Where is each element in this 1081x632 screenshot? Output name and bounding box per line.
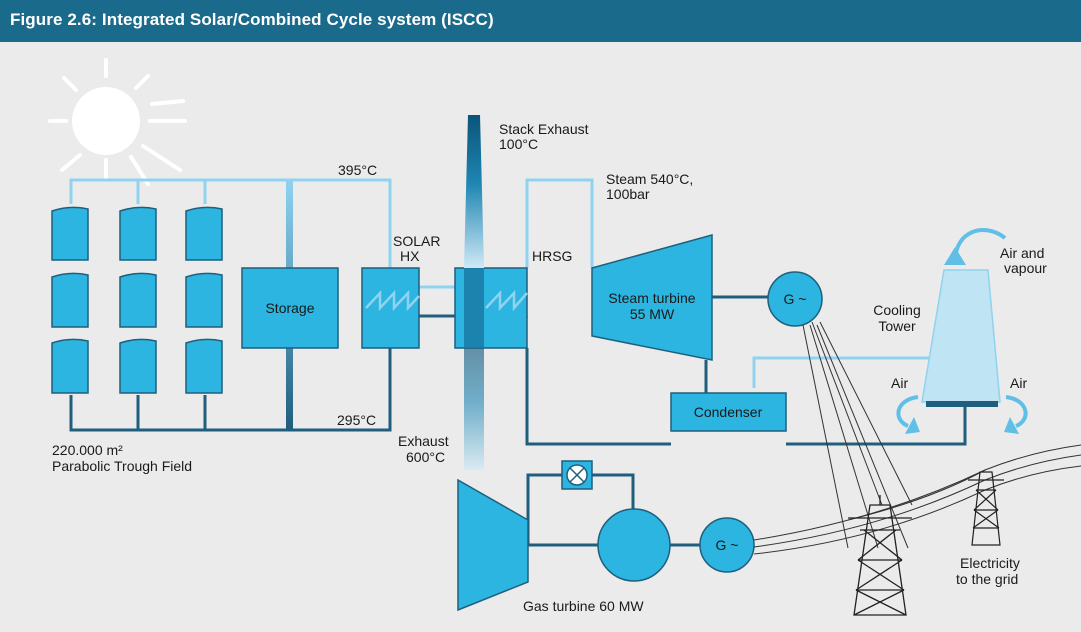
solar-hx-label-line1: SOLAR — [393, 233, 440, 249]
exhaust-label-line2: 600°C — [406, 449, 445, 465]
cooling-tower-label-line2: Tower — [878, 318, 916, 334]
solar-heat-exchanger — [361, 267, 420, 349]
gas-turbine — [457, 478, 529, 612]
stack-through-hrsg — [464, 268, 484, 348]
hot-zigzags — [365, 289, 528, 312]
combustor-cross-icon — [566, 464, 588, 486]
steam-label-line1: Steam 540°C, — [606, 171, 693, 187]
storage-label: Storage — [265, 300, 314, 316]
pylon-large-icon — [848, 495, 912, 616]
stack-lower — [464, 348, 484, 470]
air-vapour-label-line2: vapour — [1004, 260, 1047, 276]
hrsg-label: HRSG — [532, 248, 572, 264]
hot-temperature-label: 395°C — [338, 162, 377, 178]
air-right-arrow-icon — [1005, 395, 1028, 428]
solar-hx-label-line2: HX — [400, 248, 420, 264]
air-left-label: Air — [891, 375, 908, 391]
cooling-tower-basin — [926, 401, 998, 407]
air-vapour-label-line1: Air and — [1000, 245, 1044, 261]
power-lines — [753, 321, 1081, 555]
field-name-label: Parabolic Trough Field — [52, 458, 192, 474]
gas-turbine-label: Gas turbine 60 MW — [523, 598, 644, 614]
sun-icon — [48, 58, 187, 186]
gas-turbine-generator — [699, 517, 755, 573]
field-area-label: 220.000 m² — [52, 442, 123, 458]
exhaust-label-line1: Exhaust — [398, 433, 449, 449]
diagram-background — [0, 42, 1081, 632]
grid-label-line1: Electricity — [960, 555, 1020, 571]
steam-turbine-label-line1: Steam turbine — [608, 290, 695, 306]
steam-generator-label: G ~ — [784, 291, 807, 307]
steam-turbine — [591, 234, 713, 361]
storage-tank — [241, 267, 339, 349]
condenser — [670, 392, 787, 432]
steam-turbine-label-line2: 55 MW — [630, 306, 675, 322]
stack-exhaust-label-line2: 100°C — [499, 136, 538, 152]
stack-chimney — [464, 115, 484, 268]
air-right-label: Air — [1010, 375, 1027, 391]
steam-turbine-generator — [767, 271, 823, 327]
gas-generator-label: G ~ — [716, 537, 739, 553]
cooling-tower-label-line1: Cooling — [873, 302, 920, 318]
pylon-small-icon — [968, 471, 1004, 546]
cold-temperature-label: 295°C — [337, 412, 376, 428]
figure-title-bar: Figure 2.6: Integrated Solar/Combined Cy… — [0, 0, 1081, 42]
air-right-arrowhead-icon — [1004, 417, 1019, 434]
vapour-arrowhead-icon — [944, 247, 966, 265]
vapour-arrow-icon — [953, 228, 1007, 263]
stack-exhaust-label-line1: Stack Exhaust — [499, 121, 589, 137]
condenser-label: Condenser — [694, 404, 763, 420]
gas-turbine-compressor — [597, 508, 671, 582]
cooling-tower — [921, 269, 1001, 403]
steam-label-line2: 100bar — [606, 186, 650, 202]
trough-collectors — [51, 206, 223, 394]
air-left-arrowhead-icon — [905, 417, 920, 434]
grid-label-line2: to the grid — [956, 571, 1018, 587]
air-left-arrow-icon — [896, 395, 919, 428]
figure-title: Figure 2.6: Integrated Solar/Combined Cy… — [10, 10, 494, 29]
